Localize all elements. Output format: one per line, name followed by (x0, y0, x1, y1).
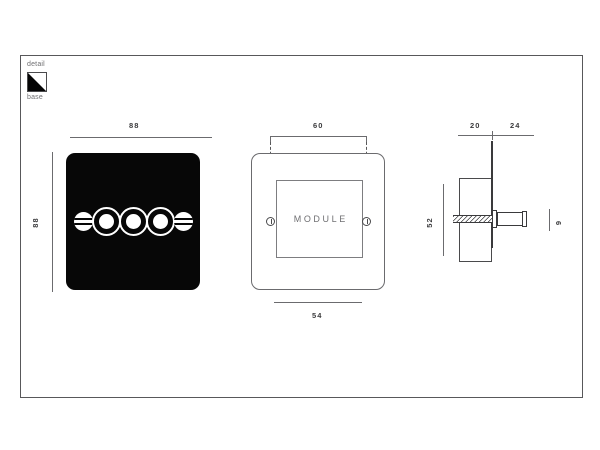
module-width-dimension-line (270, 136, 366, 137)
module-width-tick-right (366, 136, 367, 142)
depth-front-dimension-text: 24 (510, 121, 521, 130)
threaded-shaft (453, 215, 493, 223)
diagonal-split-square-icon (27, 72, 47, 92)
drawing-frame (20, 55, 583, 398)
wall-plate-line (491, 141, 493, 248)
knob-dimension-text: 9 (554, 219, 564, 226)
depth-back-dimension-text: 20 (470, 121, 481, 130)
legend-detail-label: detail (27, 61, 45, 68)
dimmer-knob-icon-3[interactable] (145, 207, 175, 236)
legend: detail base (27, 60, 79, 103)
knob-end-cap (522, 211, 527, 227)
module-bottom-dimension-text: 54 (312, 311, 323, 320)
screw-head-icon-left (73, 212, 93, 231)
knob-flange (492, 210, 497, 228)
knob-dimension-line (549, 209, 550, 231)
front-height-dimension-text: 88 (30, 217, 40, 228)
front-plate (66, 153, 200, 290)
front-height-dimension-line (52, 152, 53, 292)
front-width-dimension-line (70, 137, 212, 138)
module-bottom-dimension-line (274, 302, 362, 303)
module-width-tick-left (270, 136, 271, 142)
screw-head-icon-right (173, 212, 193, 231)
module-label: MODULE (293, 214, 348, 224)
module-width-dimension-text: 60 (313, 121, 324, 130)
legend-base-label: base (27, 94, 43, 101)
knob-body (497, 212, 523, 226)
side-height-dimension-text: 52 (424, 217, 434, 228)
dimmer-knob-icon-2[interactable] (118, 207, 148, 236)
side-height-dimension-line (443, 184, 444, 256)
depth-dimension-center-tick (492, 131, 493, 140)
control-row (66, 207, 200, 237)
front-width-dimension-text: 88 (129, 121, 140, 130)
depth-dimension-line (458, 135, 534, 136)
fixing-hole-right (362, 217, 371, 226)
dimmer-knob-icon-1[interactable] (91, 207, 121, 236)
fixing-hole-left (266, 217, 275, 226)
